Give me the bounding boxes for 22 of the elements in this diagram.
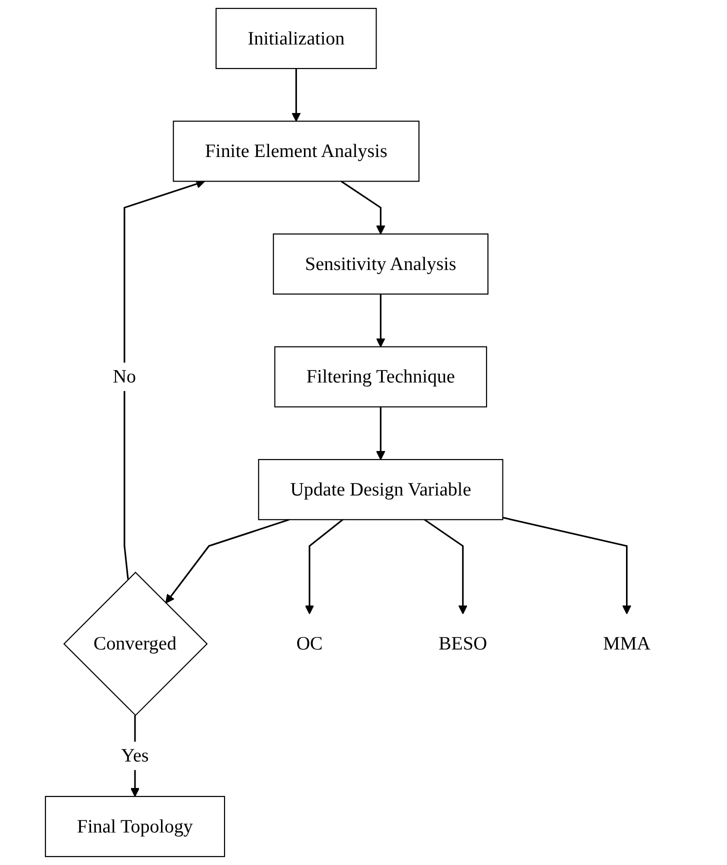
arrow: [424, 518, 468, 614]
node-text: BESO: [438, 632, 487, 654]
node-box: [274, 346, 487, 408]
node-text: OC: [296, 632, 322, 654]
arrow: [376, 406, 386, 460]
node-box: [215, 8, 376, 70]
node-box: [272, 233, 488, 295]
arrow: [340, 180, 386, 234]
edge-label: Yes: [120, 744, 148, 766]
arrow: [291, 68, 301, 122]
arrow: [304, 519, 343, 614]
node-text: MMA: [602, 632, 650, 654]
arrow: [502, 516, 632, 614]
arrow: [165, 518, 290, 604]
node-box: [44, 796, 225, 858]
node-diamond: [62, 572, 208, 716]
flowchart: No Yes Initialization Finite Element Analysis Sensitivity Analysis Filtering Technique Update Design Variable Converged Final Topology OC BESO MMA: [36, 0, 690, 865]
arrow: [376, 294, 386, 348]
arrow: [123, 180, 205, 580]
node-box: [172, 120, 420, 182]
edge-label: No: [112, 366, 136, 387]
node-box: [258, 459, 503, 520]
